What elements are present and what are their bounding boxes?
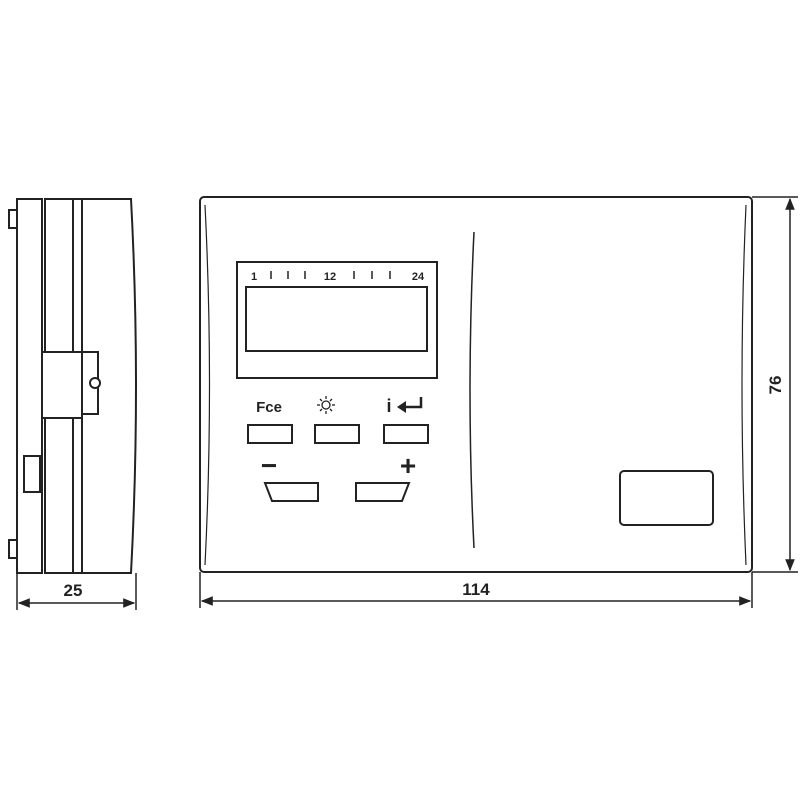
scale-mid-label: 12 — [324, 271, 336, 283]
minus-button[interactable] — [263, 482, 319, 502]
height-dimension — [752, 196, 798, 573]
plus-button[interactable] — [355, 482, 411, 502]
side-clip-bottom — [8, 539, 18, 559]
label-window — [619, 470, 714, 526]
sun-icon — [317, 396, 335, 414]
height-value: 76 — [766, 376, 785, 395]
info-enter-button[interactable] — [383, 424, 429, 444]
side-tab — [23, 455, 41, 493]
depth-value: 25 — [64, 581, 83, 600]
front-view — [199, 196, 753, 573]
width-dimension — [199, 572, 753, 608]
fce-button[interactable] — [247, 424, 293, 444]
scale-start-label: 1 — [251, 271, 257, 283]
side-latch — [41, 351, 83, 419]
side-front-cover — [81, 198, 137, 574]
display-screen — [245, 286, 428, 352]
day-night-button[interactable] — [314, 424, 360, 444]
plus-label: + — [400, 450, 416, 481]
fce-label: Fce — [256, 399, 282, 416]
latch-screw-icon — [89, 377, 101, 389]
minus-label: − — [261, 450, 277, 481]
enter-arrow-icon — [397, 397, 423, 413]
depth-dimension — [16, 573, 137, 610]
side-view — [8, 198, 137, 574]
cover-parting-line — [469, 231, 475, 549]
scale-end-label: 24 — [412, 271, 425, 283]
width-value: 114 — [462, 580, 490, 599]
info-label: i — [386, 396, 391, 416]
side-base-plate — [16, 198, 43, 574]
side-clip-top — [8, 209, 18, 229]
